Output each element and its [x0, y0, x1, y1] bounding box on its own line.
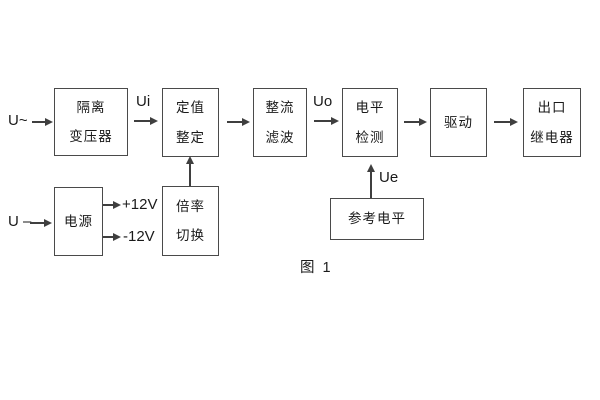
arrow-setpoint-to-rectifier [227, 121, 242, 123]
block-output-relay: 出口 继电器 [523, 88, 581, 157]
block-label-line: 参考电平 [348, 211, 406, 227]
arrow-uo [314, 120, 331, 122]
block-setpoint-adjust: 定值 整定 [162, 88, 219, 157]
signal-ue-label: Ue [379, 169, 399, 186]
figure-caption: 图 1 [300, 260, 333, 276]
block-label-line: 检测 [355, 129, 385, 145]
arrow-ue-up [370, 172, 372, 198]
arrow-dc-input [30, 222, 44, 224]
arrow-drive-to-relay [494, 121, 510, 123]
block-isolation-transformer: 隔离 变压器 [54, 88, 128, 156]
arrow-ratio-to-setpoint-up [189, 164, 191, 186]
block-drive: 驱动 [430, 88, 487, 157]
input-ac-label: U~ [8, 112, 28, 129]
rail-minus12v-label: -12V [123, 228, 155, 245]
block-label-line: 驱动 [444, 114, 473, 130]
block-label-line: 整流 [265, 100, 295, 115]
input-dc-label: U – [8, 213, 32, 230]
signal-uo-label: Uo [313, 93, 333, 110]
block-label-line: 变压器 [69, 129, 113, 144]
block-level-detect: 电平 检测 [342, 88, 398, 157]
block-label-line: 电平 [355, 100, 385, 115]
block-label-line: 出口 [537, 100, 567, 115]
block-power-supply: 电源 [54, 187, 103, 256]
block-label-line: 整定 [176, 129, 205, 145]
arrow-ui [134, 120, 150, 122]
arrow-minus12v [103, 236, 113, 238]
block-ratio-switch: 倍率 切换 [162, 186, 219, 256]
block-label-line: 切换 [176, 228, 205, 243]
block-label-line: 隔离 [76, 99, 106, 115]
block-label-line: 定值 [176, 100, 205, 115]
block-reference-level: 参考电平 [330, 198, 424, 240]
arrow-ac-input [32, 121, 45, 123]
block-label-line: 倍率 [176, 198, 205, 214]
block-label-line: 电源 [64, 213, 93, 229]
arrow-plus12v [103, 204, 113, 206]
signal-ui-label: Ui [136, 93, 151, 110]
arrow-detect-to-drive [404, 121, 419, 123]
block-label-line: 继电器 [530, 129, 574, 145]
block-rectifier-filter: 整流 滤波 [253, 88, 307, 157]
rail-plus12v-label: +12V [122, 196, 158, 213]
block-label-line: 滤波 [265, 129, 295, 145]
